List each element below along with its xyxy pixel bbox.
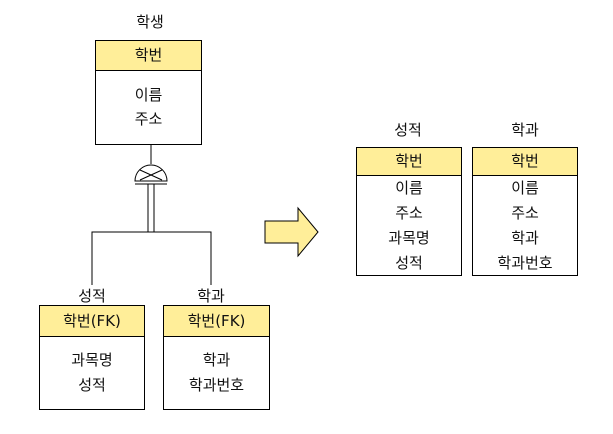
- dept-entity-left: 학번(FK) 학과 학과번호: [163, 305, 270, 410]
- branch-line-dept: [151, 231, 212, 285]
- student-entity: 학번 이름 주소: [95, 40, 202, 145]
- dept-attrs-right: 이름 주소 학과 학과번호: [473, 176, 577, 276]
- grade-attr-left: 성적: [78, 376, 106, 394]
- grade-attr-left: 과목명: [71, 351, 113, 369]
- transform-arrow-icon: [264, 206, 319, 258]
- dept-attr-left: 학과: [202, 351, 231, 369]
- exclusive-subtype-symbol: [134, 145, 168, 185]
- dept-attr-right: 학과번호: [497, 254, 553, 272]
- grade-attr-right: 주소: [395, 204, 423, 222]
- grade-key-left: 학번(FK): [40, 306, 144, 337]
- student-title: 학생: [136, 13, 164, 31]
- branch-line-grade: [91, 231, 151, 285]
- dept-attr-right: 학과: [511, 229, 539, 247]
- grade-title-right: 성적: [394, 121, 422, 139]
- grade-attrs-left: 과목명 성적: [40, 337, 144, 398]
- dept-attr-left: 학과번호: [188, 376, 245, 394]
- grade-attr-right: 과목명: [388, 229, 430, 247]
- student-attrs: 이름 주소: [96, 71, 201, 131]
- grade-entity-right: 학번 이름 주소 과목명 성적: [356, 147, 462, 276]
- grade-attr-right: 성적: [395, 254, 423, 272]
- student-key: 학번: [96, 41, 201, 71]
- dept-key-right: 학번: [473, 148, 577, 176]
- dept-key-left: 학번(FK): [164, 306, 269, 337]
- student-attr: 이름: [134, 86, 163, 104]
- dept-attr-right: 이름: [511, 179, 539, 197]
- dept-title-right: 학과: [511, 121, 539, 139]
- dept-attrs-left: 학과 학과번호: [164, 337, 269, 398]
- student-attr: 주소: [134, 110, 163, 128]
- grade-key-right: 학번: [357, 148, 461, 176]
- grade-entity-left: 학번(FK) 과목명 성적: [39, 305, 145, 410]
- dept-attr-right: 주소: [511, 204, 539, 222]
- dept-title-left: 학과: [197, 287, 225, 305]
- dept-entity-right: 학번 이름 주소 학과 학과번호: [472, 147, 578, 276]
- grade-attrs-right: 이름 주소 과목명 성적: [357, 176, 461, 276]
- grade-title-left: 성적: [78, 287, 106, 305]
- grade-attr-right: 이름: [395, 179, 423, 197]
